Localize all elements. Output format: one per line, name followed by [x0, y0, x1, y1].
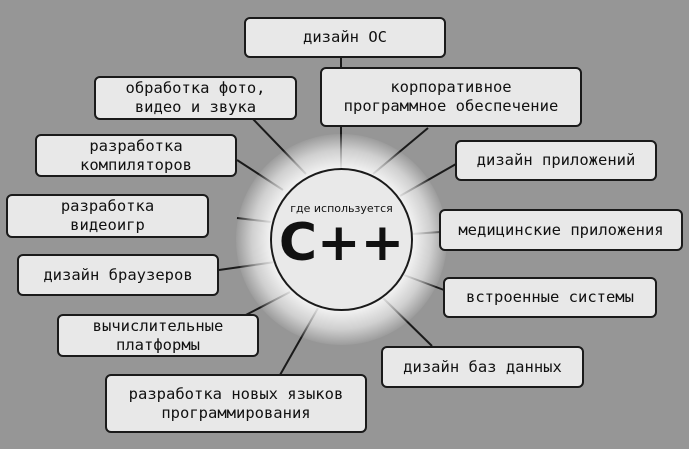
center-circle: где используется C++ — [270, 168, 413, 311]
node-embedded-systems: встроенные системы — [443, 277, 657, 318]
node-app-design: дизайн приложений — [455, 140, 657, 181]
node-media-processing: обработка фото, видео и звука — [94, 76, 297, 120]
center-subtitle: где используется — [290, 202, 393, 215]
node-game-dev: разработка видеоигр — [6, 194, 209, 238]
node-browser-design: дизайн браузеров — [17, 254, 219, 296]
node-new-languages: разработка новых языков программирования — [105, 374, 367, 433]
node-compiler-dev: разработка компиляторов — [35, 134, 237, 177]
node-medical-apps: медицинские приложения — [439, 209, 683, 251]
node-enterprise-software: корпоративное программное обеспечение — [320, 67, 582, 127]
node-database-design: дизайн баз данных — [381, 346, 584, 388]
center-title: C++ — [278, 213, 405, 273]
node-computing-platforms: вычислительные платформы — [57, 314, 259, 357]
node-os-design: дизайн ОС — [244, 17, 446, 58]
